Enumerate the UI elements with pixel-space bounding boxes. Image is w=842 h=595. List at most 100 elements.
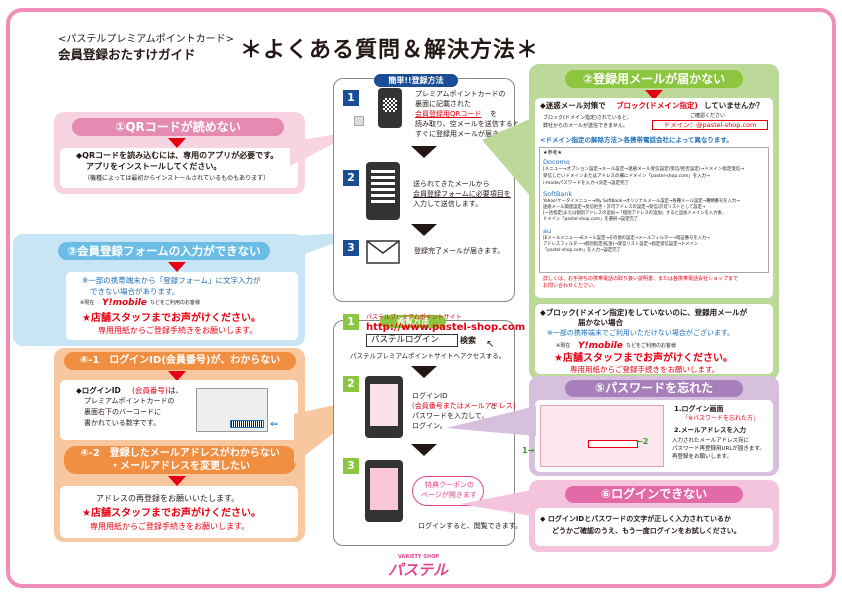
carrier-step: 迷惑メール関連設定→受信拒否・許可アドレスの設定→受信/許可リストとして設定→ [543,205,706,210]
callout-pointer [482,118,532,198]
q5-step: 「※パスワードを忘れた方」 [682,415,760,422]
confirm-label: ご確認ください [690,113,726,119]
arrow-down-icon [168,371,186,381]
staff-notice: ★店舗スタッフまでお声がけください。 [554,353,733,364]
browse-panel [333,320,515,546]
arrow-left-icon: ⇐ [270,419,279,430]
q4-box-reg [60,486,298,538]
carrier-step: i-modeパスワードを入力→決定→設定完了 [543,181,630,186]
form-screen [371,170,395,206]
q1-text: アプリをインストールしてください。 [86,162,222,171]
q2-text: 弊社からのメールが送信できません。 [543,123,628,129]
guide-title: 会員登録おたすけガイド [58,47,196,62]
arrow-down-icon [168,138,186,148]
page-title: ＊よくある質問＆解決方法＊ [240,38,540,63]
carrier-step: 受信したいドメインまたはアドレスの欄にドメイン「pastel-shop.com」… [543,174,710,179]
q6-title: ⑥ログインできない [565,486,743,503]
qr-code-icon [383,98,397,112]
card-subtitle: <パステルプレミアムポイントカード> [58,34,235,45]
q2-title: ②登録用メールが届かない [565,70,743,88]
simple-text: 会員登録用QRコード [415,110,482,118]
q5-title: ⑤パスワードを忘れた [565,380,743,397]
q2-box [535,98,773,298]
search-input[interactable]: パステルログイン [366,334,458,347]
q2-method: <ドメイン指定の解除方法＞各携帯電話会社によって異なります。 [540,136,733,144]
ref-label: ★参考★ [543,150,562,156]
step-number: 2 [343,170,359,186]
cursor-icon: ↖ [486,339,495,350]
carrier-note: お問い合わせください。 [543,283,599,289]
q2-text: ◆ブロック(ドメイン指定)をしていないのに、登録用メールが [540,308,748,317]
q5-step: 2.メールアドレスを入力 [674,426,746,434]
carrier-step: ドメイン「pastel-shop.com」を選択→設定完了 [543,217,638,222]
marker-1: 1→ [522,446,535,455]
login-screen [370,384,398,426]
q2-box-b [535,304,773,374]
carrier-step: [Eメールメニュー→Eメール設定→その他の設定→メールフィルター→暗証番号を入力… [543,236,710,241]
q4-text: アドレスの再登録をお願いいたします。 [96,494,240,503]
paper-notice: 専用用紙からご登録手続きをお願いします。 [98,326,258,335]
q3-text: できない場合があります。 [90,287,180,296]
mobile-suffix: などをご利用のお客様 [626,343,677,349]
q3-title: ③会員登録フォームの入力ができない [58,242,270,260]
step-number: 2 [343,376,359,392]
arrow-down-icon [411,444,437,456]
browse-text: (会員番号またはメールアドレス) [412,402,516,410]
q5-step: パスワード再登録用URLが届きます。 [672,446,765,452]
carrier-step: [メニュー→オプション設定→メール設定→迷惑メール受信設定(受信/拒否設定)→ド… [543,167,745,172]
q4-text: (会員番号) [132,386,168,395]
page-frame [6,8,836,588]
simple-text: 送られてきたメールから [413,180,490,188]
search-button[interactable]: 検索 [460,336,476,345]
q3-box [66,272,298,340]
simple-panel [333,78,515,302]
q4-title2: ④-2 登録したメールアドレスがわからない・メールアドレスを変更したい [64,446,296,474]
carrier-step: 「pastel-shop.com」を入力→設定完了 [543,248,621,253]
q4-text: 書かれている数字です。 [84,419,161,427]
callout-pointer [460,490,532,516]
ymobile-logo: Y!mobile [102,298,147,308]
q2-text: 届かない場合 [578,318,623,327]
q6-text: どうかご確認のうえ、もう一度ログインをお試しください。 [552,527,741,535]
carrier-step: [一括指定]または個別アドレスの追加→「個別アドレスの追加」すると追加ドメインを… [543,211,727,216]
reference-box [539,147,769,273]
carrier-step: アドレスフィルター→個別指定(拡張)→受信リスト設定→指定受信設定→ドメイン [543,242,699,247]
q4-text: プレミアムポイントカードの [84,397,175,405]
browse-text: ログインID [412,392,448,400]
q1-text: ◆QRコードを読み込むには、専用のアプリが必要です。 [76,151,279,160]
arrow-down-icon [645,90,663,100]
q5-step: 1.ログイン画面 [674,405,724,413]
domain-box: ドメイン：@pastel-shop.com [652,120,768,130]
staff-notice: ★店舗スタッフまでお声がけください。 [82,508,261,519]
coupon-bubble [412,476,484,506]
site-url[interactable]: http://www.pastel-shop.com [366,322,526,333]
browse-text: ログイン。 [412,422,447,430]
simple-text: 入力して送信します。 [413,200,483,208]
ymobile-logo: Y!mobile [578,341,623,351]
step-number: 3 [343,240,359,256]
q4-title1: ④-1 ログインID(会員番号)が、わからない [64,352,296,370]
paper-notice: 専用用紙からご登録手続きをお願いします。 [570,365,720,374]
carrier-step: Yahoo!ケータイメニュー→My SoftBank→オリジナルメール設定→各種… [543,199,740,204]
q2-text: ブロック(ドメイン指定) [616,101,698,110]
simple-text: 裏面に記載された [415,100,471,108]
site-name: パステルプレミアムポイントサイト [366,314,462,321]
email-field [588,440,638,448]
browse-text: ログインすると、閲覧できます。 [418,522,523,530]
callout-pointer [446,406,536,436]
q1-note: （機種によっては最初からインストールされているものもあります） [84,175,270,182]
arrow-down-icon [168,476,186,486]
mail-icon [366,240,400,264]
carrier-au: au [543,227,552,235]
simple-text: 登録完了メールが届きます。 [414,247,505,255]
simple-header: 簡単!!登録方法 [374,74,458,87]
mobile-prefix: ※現在 [556,343,571,349]
step-number: 1 [343,90,359,106]
step-number: 1 [343,314,359,330]
q2-text: していませんか？ [704,101,764,110]
carrier-note: 詳しくは、お手持ちの携帯電話の取り扱い説明書、または各携帯電話会社ショップまで [543,276,739,282]
paper-notice: 専用用紙からご登録手続きをお願いします。 [90,522,250,531]
barcode [230,420,264,428]
coupon-screen [370,468,398,510]
step-number: 3 [343,458,359,474]
